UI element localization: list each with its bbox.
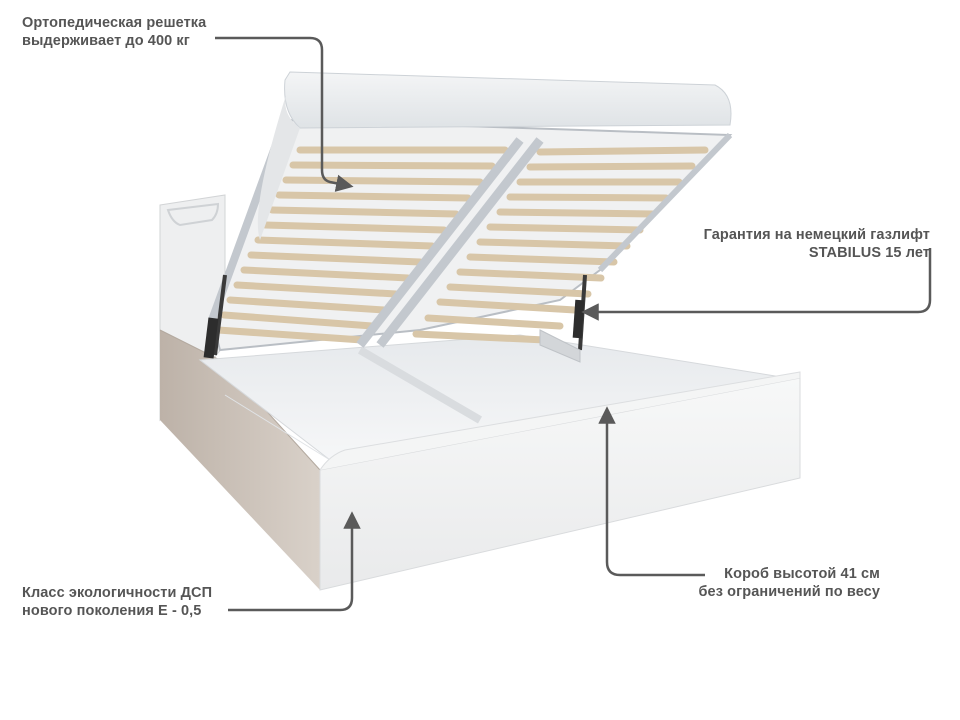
bed-front-panel: [319, 371, 801, 591]
callout-storage-box: Короб высотой 41 см без ограничений по в…: [600, 565, 880, 601]
callout-orthopedic-grid: Ортопедическая решетка выдерживает до 40…: [22, 14, 206, 50]
mattress: [257, 71, 732, 240]
box-leader: [598, 406, 705, 577]
gaslift-leader: [581, 248, 932, 321]
storage-box-interior: [198, 334, 801, 461]
callout-grid-line1: Ортопедическая решетка: [22, 15, 207, 31]
callout-box-line1: Короб высотой 41 см: [724, 566, 880, 582]
eco-leader: [228, 511, 361, 612]
callout-gaslift: Гарантия на немецкий газлифт STABILUS 15…: [600, 226, 930, 262]
callout-eco-class: Класс экологичности ДСП нового поколения…: [22, 584, 212, 620]
slats: [214, 146, 709, 344]
callout-grid-line2: выдерживает до 400 кг: [22, 33, 190, 49]
callout-box-line2: без ограничений по весу: [698, 584, 880, 600]
callout-eco-line1: Класс экологичности ДСП: [22, 585, 213, 601]
gas-lift-left: [203, 274, 227, 359]
callout-gaslift-line1: Гарантия на немецкий газлифт: [703, 227, 930, 243]
callout-gaslift-line2: STABILUS 15 лет: [808, 245, 930, 261]
callout-lines: [215, 36, 932, 612]
callout-eco-line2: нового поколения Е - 0,5: [22, 603, 202, 619]
grid-leader: [215, 36, 354, 192]
